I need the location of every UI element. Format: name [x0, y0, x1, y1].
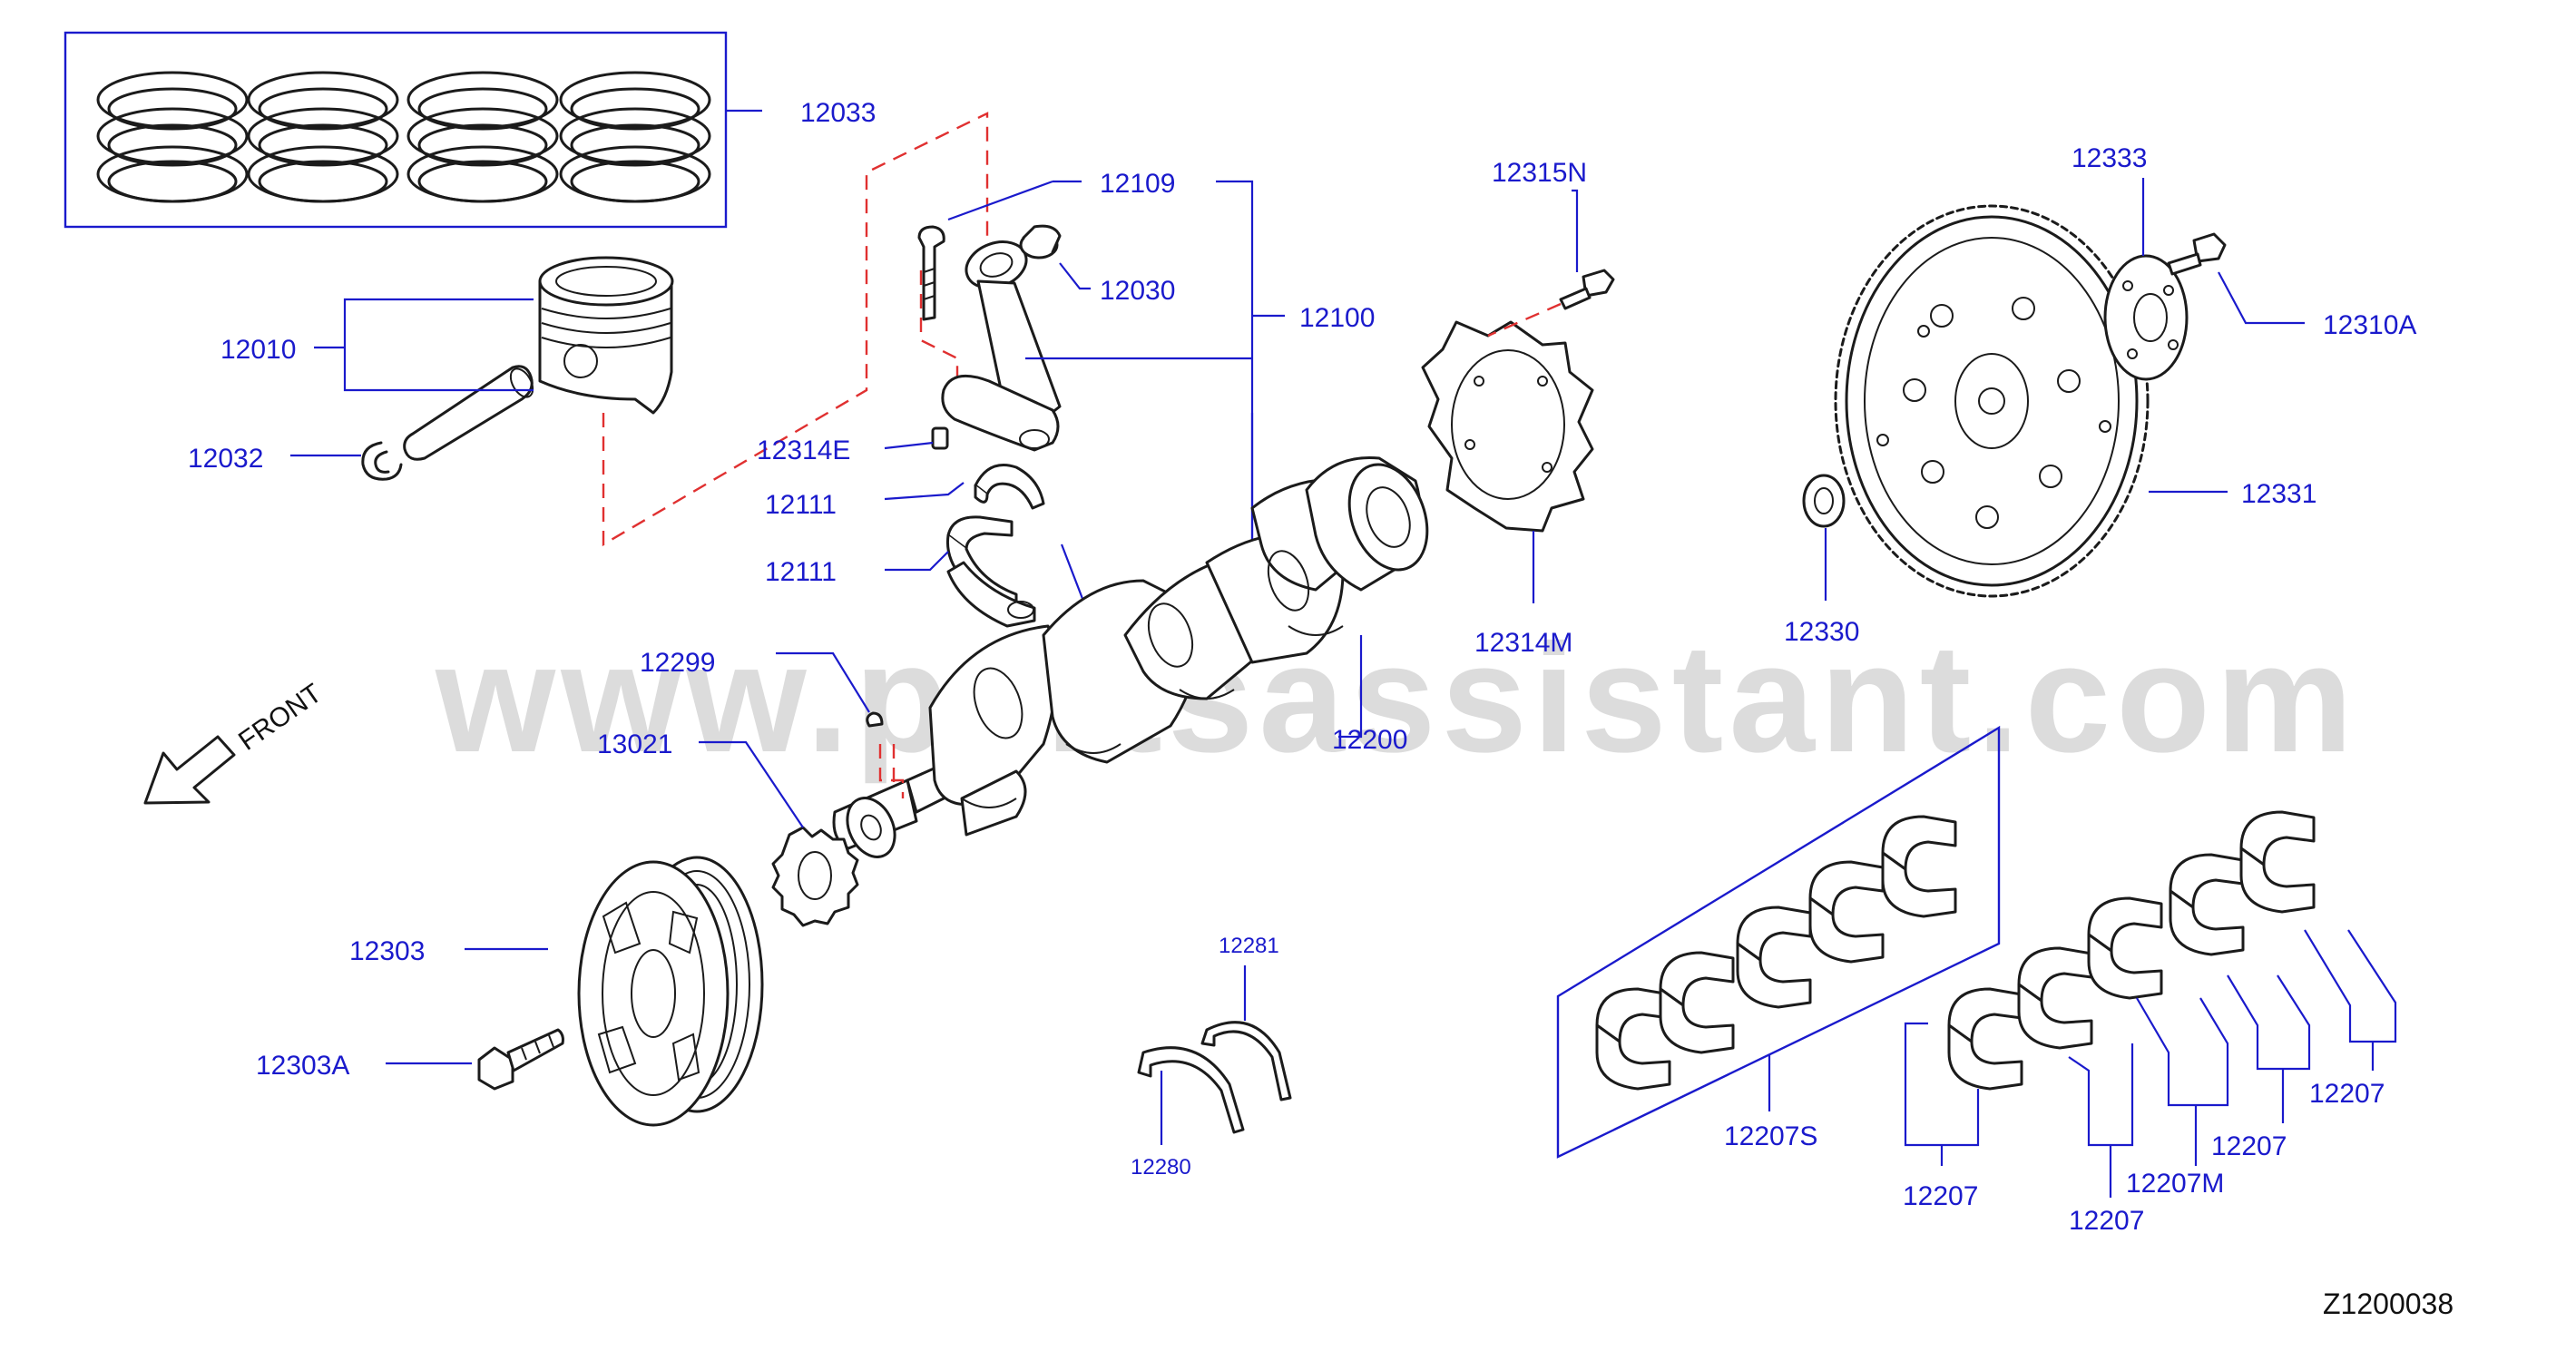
ring-stack-2: [247, 71, 399, 203]
signal-plate[interactable]: [1421, 320, 1594, 533]
rod-bushing[interactable]: [1019, 224, 1062, 259]
thrust-washer-lower[interactable]: [1137, 1046, 1245, 1134]
snap-ring[interactable]: [361, 441, 403, 481]
label-12281[interactable]: 12281: [1219, 934, 1279, 958]
label-13021[interactable]: 13021: [597, 729, 672, 759]
front-label: FRONT: [233, 678, 328, 756]
label-12314M[interactable]: 12314M: [1474, 628, 1572, 658]
label-12207c[interactable]: 12207: [2211, 1131, 2287, 1161]
label-12207M[interactable]: 12207M: [2126, 1169, 2224, 1199]
label-12111a[interactable]: 12111: [765, 490, 837, 520]
watermark: www.partsassistant.com: [435, 612, 2358, 785]
label-12333[interactable]: 12333: [2072, 143, 2147, 173]
front-arrow-icon: [143, 735, 236, 805]
leader-13021: [699, 740, 804, 828]
dowel-pin-12314E[interactable]: [931, 426, 949, 450]
label-12303A[interactable]: 12303A: [256, 1051, 349, 1081]
leader-12100-bracket: [1216, 180, 1254, 603]
piston[interactable]: [538, 256, 674, 415]
leader-12207a: [1904, 1022, 1980, 1147]
crank-pulley[interactable]: [577, 856, 764, 1127]
label-12310A[interactable]: 12310A: [2323, 310, 2416, 340]
label-12207b[interactable]: 12207: [2069, 1206, 2144, 1236]
label-12331[interactable]: 12331: [2241, 479, 2316, 509]
rod-bearing-upper[interactable]: [974, 464, 1045, 510]
label-12207a[interactable]: 12207: [1903, 1181, 1978, 1211]
piston-pin[interactable]: [403, 365, 537, 461]
main-bearing-center[interactable]: [2087, 896, 2163, 1000]
label-12315N[interactable]: 12315N: [1492, 158, 1587, 188]
pilot-bushing[interactable]: [1802, 474, 1846, 528]
rod-bolt[interactable]: [917, 225, 945, 321]
main-bearing-1[interactable]: [1947, 987, 2023, 1091]
reinforcement-plate[interactable]: [2103, 254, 2189, 381]
crankshaft[interactable]: [832, 454, 1441, 865]
diagram-code: Z1200038: [2323, 1287, 2454, 1320]
label-12032[interactable]: 12032: [188, 444, 263, 474]
bolt-12315N[interactable]: [1559, 269, 1615, 310]
label-12100[interactable]: 12100: [1299, 303, 1375, 333]
main-bearing-5[interactable]: [2239, 810, 2316, 914]
flywheel-bolt[interactable]: [2167, 232, 2227, 276]
main-bearing-4[interactable]: [2169, 853, 2245, 956]
main-bearing-2[interactable]: [2017, 946, 2093, 1050]
leader-12200: [1338, 635, 1363, 739]
label-12207d[interactable]: 12207: [2309, 1079, 2385, 1109]
connecting-rod[interactable]: [941, 234, 1062, 452]
main-bearing-set-frame: [1556, 725, 2001, 1159]
leader-12111b: [885, 551, 949, 572]
leader-12207M: [2136, 997, 2229, 1107]
leader-12310A: [2218, 271, 2305, 325]
pulley-bolt[interactable]: [477, 1028, 564, 1091]
piston-ring-set[interactable]: [64, 31, 728, 229]
label-12299[interactable]: 12299: [640, 648, 715, 678]
ring-set-frame: [64, 31, 728, 229]
alignment-dash-plate: [1487, 302, 1562, 338]
label-12010[interactable]: 12010: [220, 335, 296, 365]
label-12330[interactable]: 12330: [1784, 617, 1859, 647]
alignment-dash-key: [878, 744, 905, 798]
rod-cap[interactable]: [946, 561, 1036, 628]
ring-stack-3: [406, 71, 559, 203]
label-12207S[interactable]: 12207S: [1724, 1121, 1817, 1151]
leader-12314E: [884, 441, 934, 450]
main-bearing-set[interactable]: [1595, 815, 1957, 1091]
ring-stack-1: [96, 71, 249, 203]
woodruff-key[interactable]: [866, 711, 884, 728]
ring-stack-4: [559, 71, 711, 203]
leader-12299: [776, 651, 870, 713]
label-12033[interactable]: 12033: [800, 98, 876, 128]
leader-12111a: [884, 482, 965, 501]
label-12280[interactable]: 12280: [1131, 1155, 1191, 1180]
rod-bearing-lower[interactable]: [945, 515, 1018, 610]
alignment-dash-piston: [602, 112, 989, 547]
label-12030[interactable]: 12030: [1100, 276, 1175, 306]
label-12314E[interactable]: 12314E: [757, 436, 850, 465]
drive-plate-ring-gear[interactable]: [1834, 204, 2150, 598]
label-12109[interactable]: 12109: [1100, 169, 1175, 199]
leader-12207c: [2227, 974, 2311, 1071]
leader-12207b: [2068, 1043, 2134, 1147]
alignment-dash-bolt: [919, 270, 959, 381]
leader-12010: [343, 298, 534, 392]
leader-12315N: [1572, 189, 1579, 272]
leader-12207d: [2304, 929, 2397, 1043]
label-12200[interactable]: 12200: [1332, 725, 1407, 755]
leader-12109: [947, 180, 1053, 221]
label-12303[interactable]: 12303: [349, 936, 425, 966]
thrust-washer-upper[interactable]: [1200, 1021, 1292, 1101]
label-12111b[interactable]: 12111: [765, 557, 837, 587]
crank-sprocket[interactable]: [771, 826, 859, 927]
leader-12030: [1059, 262, 1091, 290]
